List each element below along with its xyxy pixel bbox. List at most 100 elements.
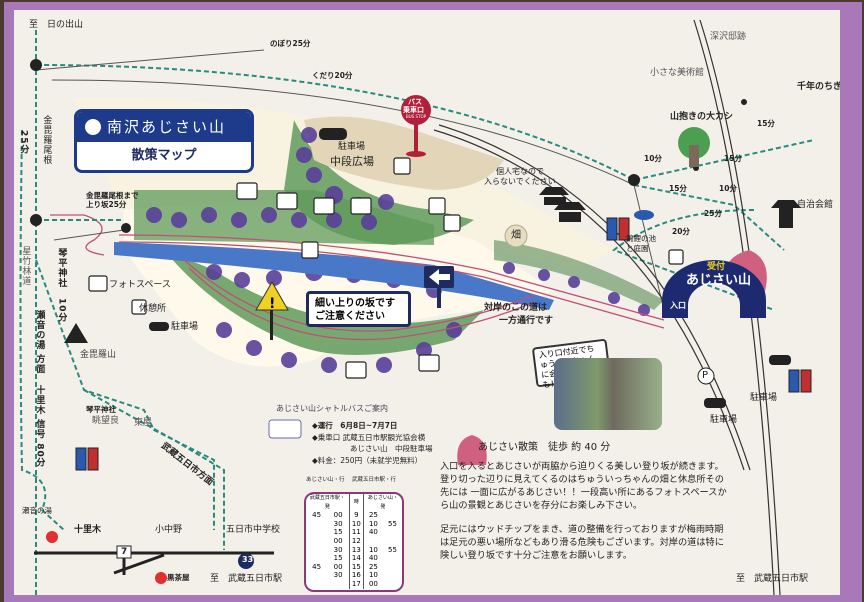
route-33-badge bbox=[238, 553, 254, 569]
toilet-icons bbox=[75, 217, 812, 471]
warning-sign-icon: ! bbox=[255, 280, 289, 340]
timetable-cell bbox=[383, 511, 402, 520]
bus-stop-sign bbox=[401, 95, 431, 157]
shuttle-bus-title: あじさい山シャトルバスご案内 bbox=[276, 404, 388, 413]
timetable-cell bbox=[383, 563, 402, 572]
timetable-cell: 12 bbox=[348, 536, 364, 546]
label-jurigi: 十里木 bbox=[74, 525, 102, 535]
shuttle-bus-icon bbox=[268, 419, 302, 439]
timetable-cell: 10 bbox=[368, 545, 378, 554]
parking-p-label: P bbox=[702, 370, 709, 381]
timetable-cell: 30 bbox=[333, 519, 343, 528]
label-to-station-left: 至 武蔵五日市駅 bbox=[210, 574, 283, 584]
label-oak: 山抱きの大カシ bbox=[670, 112, 734, 122]
walk-description: 入口を入るとあじさいが両脇から迫りくる美しい登り坂が続きます。登り切った辺りに見… bbox=[440, 460, 730, 562]
map-title-box: 南沢あじさい山 散策マップ bbox=[74, 109, 254, 173]
label-seonoyu: 瀬音の湯 bbox=[22, 506, 52, 515]
timetable-sub-left: 武蔵五日市駅・発 bbox=[309, 495, 345, 510]
warning-line-1: 細い上りの坂です bbox=[315, 298, 395, 309]
label-25min: 25分 bbox=[18, 130, 29, 155]
timetable-cell: 10 bbox=[368, 571, 378, 580]
timetable-cell: 11 bbox=[348, 528, 364, 537]
label-entrance: 入口 bbox=[670, 301, 686, 310]
label-parking-right-2: 駐車場 bbox=[710, 415, 738, 425]
label-kotohira-10min: 琴平神社 10分 bbox=[56, 248, 67, 323]
timetable-cell: 9 bbox=[348, 511, 364, 520]
timetable-cell bbox=[306, 580, 327, 589]
walk-paragraph-2: 足元にはウッドチップをまき、道の整備を行っておりますが梅雨時期は足元の悪い場所な… bbox=[440, 524, 724, 562]
label-cedar: 千年のちぎり杉 bbox=[797, 82, 840, 92]
timetable-cell bbox=[306, 520, 327, 529]
timetable-cell: 30 bbox=[333, 571, 343, 580]
timetable-cell: 00 bbox=[333, 562, 343, 571]
route-7-number: 7 bbox=[121, 547, 128, 557]
oak-tree-icon bbox=[678, 127, 710, 167]
timetable-sub-right: あじさい山・発 bbox=[367, 495, 398, 510]
timetable-cell: 25 bbox=[368, 562, 378, 571]
bus-stop-label-1: バス bbox=[408, 98, 422, 106]
time-10min-b: 10分 bbox=[719, 184, 737, 193]
label-to-hinodeyama: 至 日の出山 bbox=[29, 20, 84, 30]
label-fukasawa-residence: 深沢邸跡 bbox=[710, 32, 747, 42]
timetable-cell bbox=[306, 571, 327, 580]
entrance-arch bbox=[662, 260, 766, 318]
label-parking-center: 駐車場 bbox=[338, 142, 366, 152]
timetable-cell bbox=[383, 537, 402, 546]
timetable-cell: 15 bbox=[333, 528, 343, 537]
label-konakano: 小中野 bbox=[155, 525, 183, 535]
label-nobori: のぼり25分 bbox=[270, 39, 311, 48]
label-jurigi-80min: 十里木 信号 80分 bbox=[34, 385, 45, 468]
label-seonoyu-direction: 瀬音の湯 方面 bbox=[34, 310, 45, 375]
logo-icon bbox=[83, 117, 103, 137]
time-15min-b: 15分 bbox=[757, 119, 775, 128]
timetable-cell: 00 bbox=[333, 511, 343, 520]
svg-text:!: ! bbox=[269, 296, 275, 312]
timetable-head-right: 武蔵五日市駅・行 bbox=[352, 477, 397, 483]
label-kotohira-shrine: 琴平神社 bbox=[86, 405, 116, 414]
route-33-number: 33 bbox=[242, 555, 254, 564]
time-25min: 25分 bbox=[704, 209, 722, 218]
timetable-cell bbox=[306, 554, 327, 563]
label-kurochaya: 黒茶屋 bbox=[167, 573, 190, 582]
label-itsukaichi-junior-high: 五日市中学校 bbox=[226, 525, 281, 535]
route-7-badge bbox=[116, 545, 132, 559]
label-oneway-1: 対岸のこの道は bbox=[484, 303, 548, 313]
teal-walking-paths bbox=[19, 30, 815, 595]
timetable-cell bbox=[383, 554, 402, 563]
camera-icons bbox=[88, 182, 440, 379]
timetable-cell: 14 bbox=[348, 554, 364, 563]
timetable-row: 15 11 40 bbox=[306, 528, 402, 537]
time-15min-c: 15分 bbox=[669, 184, 687, 193]
timetable-cell bbox=[306, 546, 327, 555]
map-title: 南沢あじさい山 bbox=[107, 118, 227, 136]
label-azumaya: 東屋 bbox=[134, 418, 153, 428]
label-ridge-note-1: 金毘羅尾根まで bbox=[86, 191, 139, 200]
pond-icon bbox=[634, 210, 654, 220]
timetable-row: 45 00 15 25 bbox=[306, 562, 402, 572]
timetable-cell: 15 bbox=[333, 554, 343, 563]
timetable-cell: 40 bbox=[368, 554, 378, 563]
timetable-sub-hour: 時 bbox=[348, 494, 364, 512]
spot-markers bbox=[46, 531, 167, 584]
timetable-cell: 15 bbox=[348, 562, 364, 572]
label-konpira-ridge: 金毘羅尾根 bbox=[41, 115, 52, 165]
label-hoshitake-rindo: 星竹林道 bbox=[20, 246, 31, 286]
bus-stop-1: ◆乗車口 武蔵五日市駅観光協会横 bbox=[312, 433, 426, 442]
timetable-row: 15 14 40 bbox=[306, 554, 402, 563]
walk-paragraph-1: 入口を入るとあじさいが両脇から迫りくる美しい登り坂が続きます。登り切った辺りに見… bbox=[440, 461, 727, 512]
label-field: 畑 bbox=[511, 230, 521, 241]
label-private-2: 入らないでください bbox=[484, 177, 556, 186]
timetable-cell: 45 bbox=[312, 562, 322, 571]
label-oneway-2: 一方通行です bbox=[499, 316, 554, 326]
timetable-cell: 40 bbox=[368, 528, 378, 537]
timetable-cell: 10 bbox=[348, 519, 364, 529]
label-small-museum: 小さな美術館 bbox=[650, 68, 705, 78]
walk-heading: あじさい散策 徒歩 約 40 分 bbox=[478, 442, 611, 453]
map-paper: ! 南沢あじさい山 散策マップ 至 日の出山 のぼり25分 くだり20分 25分… bbox=[14, 10, 840, 595]
